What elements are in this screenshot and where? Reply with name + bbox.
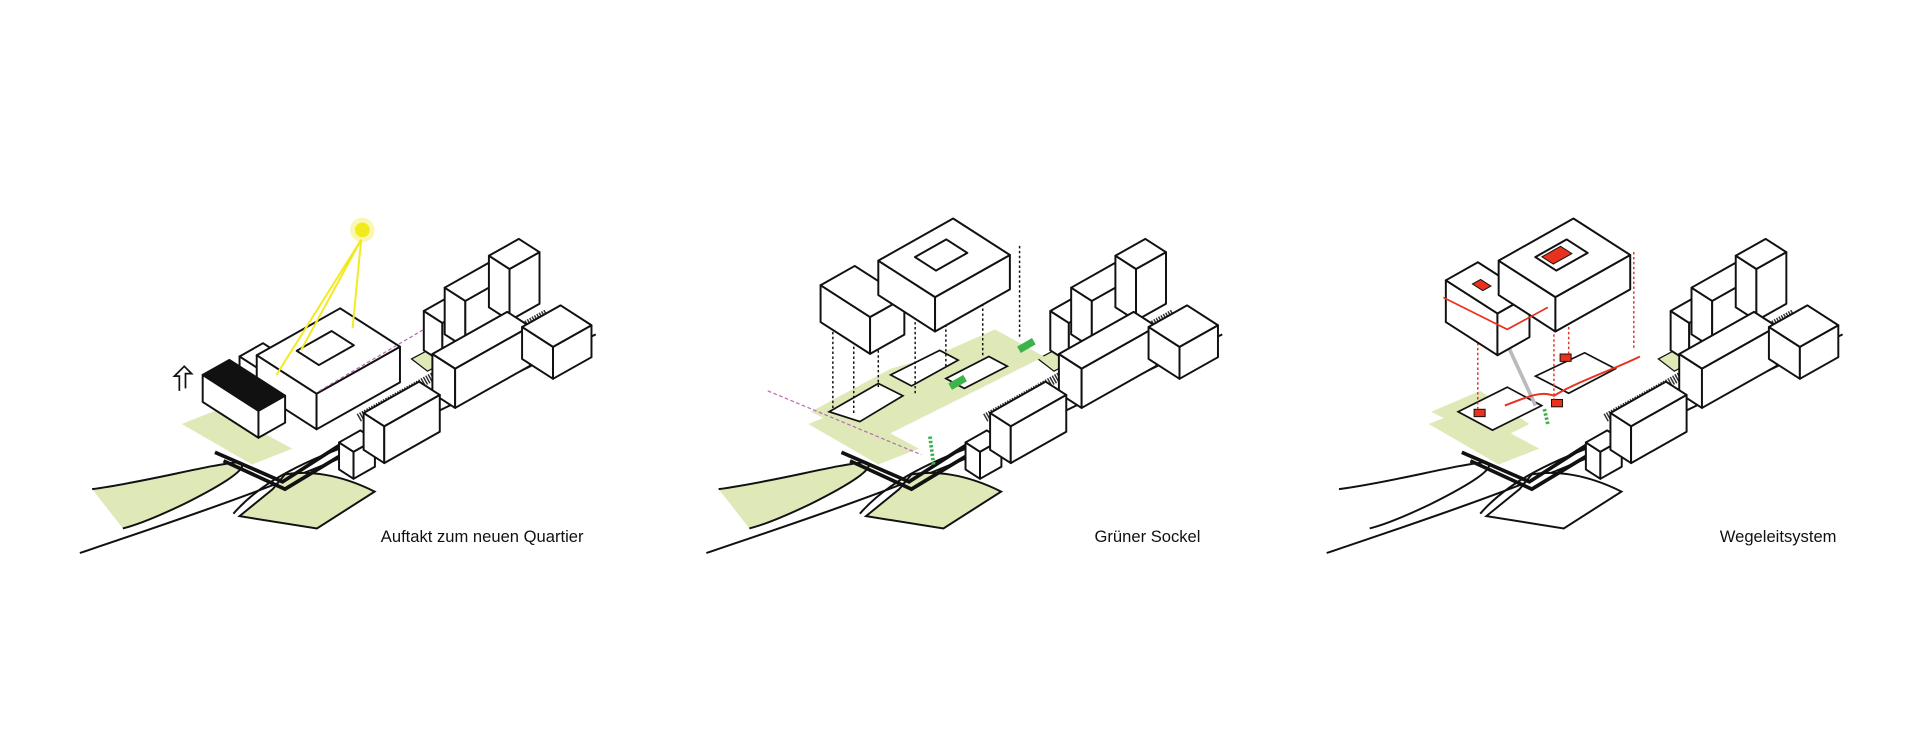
stair-path [222, 448, 352, 492]
building-block [1114, 237, 1167, 322]
building-roof [487, 237, 541, 270]
building-block [201, 358, 287, 439]
north-arrow-icon [172, 365, 194, 391]
building-roof [1767, 304, 1840, 348]
road-island [718, 461, 870, 530]
route-outline [1442, 296, 1549, 331]
panel-gruener-sockel [706, 217, 1223, 554]
road-island [92, 461, 244, 530]
building-block [877, 217, 1011, 333]
green-area [181, 409, 293, 465]
building-block [521, 304, 593, 380]
building-block [487, 237, 541, 322]
stair-path [840, 440, 972, 484]
red-marker [1559, 353, 1572, 362]
building-block [1767, 304, 1840, 380]
green-plaza [1484, 472, 1624, 530]
green-plaza [237, 472, 377, 530]
red-marker [1473, 408, 1486, 418]
building-block [255, 307, 401, 431]
footprint [1456, 386, 1544, 432]
panel-wegeleitsystem [1326, 217, 1844, 554]
building-block [1497, 217, 1632, 333]
sun-icon [355, 222, 370, 238]
sun-ray [275, 239, 362, 376]
courtyard [295, 330, 355, 367]
building-roof [521, 304, 593, 348]
building-block [1609, 380, 1688, 465]
building-roof [1114, 237, 1167, 270]
caption-wegeleitsystem: Wegeleitsystem [1720, 527, 1837, 546]
red-marker [1550, 398, 1564, 408]
green-marker [1017, 338, 1036, 354]
footprint [827, 382, 905, 423]
building-block [362, 380, 441, 465]
building-roof [362, 380, 441, 428]
building-block [819, 264, 906, 355]
sun-ray [300, 239, 363, 351]
green-plaza [863, 472, 1004, 530]
building-block [989, 380, 1068, 465]
stair-path [214, 440, 345, 484]
panel-auftakt [79, 217, 597, 554]
road-edge [859, 441, 984, 515]
stair-path [1461, 440, 1592, 484]
green-arrow [928, 436, 936, 465]
green-marker [948, 374, 967, 390]
red-marker [1471, 278, 1492, 292]
stair-path [849, 448, 978, 492]
route-path [1504, 355, 1641, 407]
road-edge [232, 441, 357, 515]
building-block [1147, 304, 1219, 380]
footprint [888, 349, 960, 387]
red-marker [1540, 245, 1573, 265]
building-roof [1734, 237, 1788, 270]
building-roof [989, 380, 1068, 428]
caption-auftakt: Auftakt zum neuen Quartier [381, 527, 584, 546]
road-edge [1479, 441, 1604, 515]
courtyard [913, 238, 969, 272]
building-roof [201, 358, 287, 412]
building-roof [1147, 304, 1219, 348]
green-arrow [1542, 407, 1550, 425]
building-block [1734, 237, 1788, 322]
sun-glow [350, 217, 375, 243]
axis-line [767, 390, 922, 456]
axis-line [319, 328, 425, 392]
road-island [1338, 461, 1490, 530]
sun-ray [351, 239, 363, 329]
building-roof [1609, 380, 1688, 428]
stair-path [1469, 448, 1598, 492]
caption-gruener-sockel: Grüner Sockel [1095, 527, 1201, 546]
